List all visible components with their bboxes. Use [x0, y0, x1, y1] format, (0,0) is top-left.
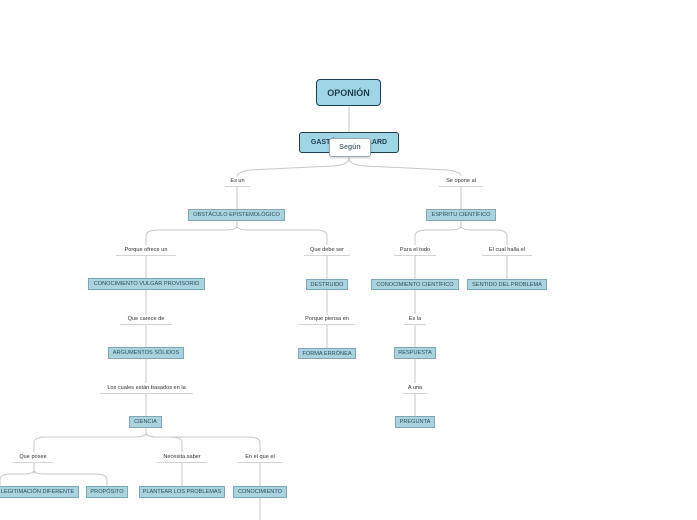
link-label-basados-en-la: Los cuales están basados en la — [100, 383, 193, 394]
link-label-para-el-todo: Para el todo — [394, 245, 436, 256]
node-pregunta[interactable]: PREGUNTA — [395, 416, 435, 428]
node-plantear-problemas[interactable]: PLANTEAR LOS PROBLEMAS — [139, 486, 225, 498]
link-label-que-posee: Que posee — [13, 452, 53, 463]
node-obstaculo-epistemologico[interactable]: OBSTÁCULO EPISTEMOLÓGICO — [188, 209, 285, 221]
node-ciencia[interactable]: CIENCIA — [129, 416, 162, 428]
link-label-se-opone-al: Se opone al — [439, 176, 483, 187]
node-conocimiento[interactable]: CONOCIMIENTO — [233, 486, 287, 498]
node-legitimacion-diferente[interactable]: LEGITIMACIÓN DIFERENTE — [0, 486, 79, 498]
node-sentido-del-problema[interactable]: SENTIDO DEL PROBLEMA — [467, 279, 547, 290]
author-tooltip: Según — [329, 138, 371, 157]
link-label-porque-piensa-en: Porque piensa en — [299, 315, 355, 325]
link-label-a-una: A una — [403, 383, 427, 394]
node-forma-erronea[interactable]: FORMA ERRÓNEA — [298, 348, 356, 359]
link-label-en-el-que-el: En el que el — [238, 452, 282, 463]
link-label-que-debe-ser: Que debe ser — [304, 245, 350, 256]
node-destruido[interactable]: DESTRUIDO — [306, 279, 348, 290]
link-label-es-la: Es la — [404, 314, 426, 325]
node-conocimiento-cientifico[interactable]: CONOCIMIENTO CIENTÍFICO — [371, 279, 459, 290]
node-proposito[interactable]: PROPÓSITO — [86, 486, 128, 498]
link-label-el-cual-halla-el: El cual halla el — [482, 245, 532, 256]
link-label-es-un: Es un — [225, 176, 250, 187]
node-conocimiento-vulgar[interactable]: CONOCIMIENTO VULGAR PROVISORIO — [88, 278, 205, 290]
node-argumentos-solidos[interactable]: ARGUMENTOS SÓLIDOS — [108, 347, 184, 359]
node-espiritu-cientifico[interactable]: ESPÍRITU CIENTÍFICO — [426, 209, 496, 221]
node-respuesta[interactable]: RESPUESTA — [394, 347, 436, 359]
link-label-porque-ofrece-un: Porque ofrece un — [116, 245, 176, 256]
link-label-que-carece-de: Que carece de — [120, 315, 172, 325]
root-node[interactable]: OPONIÓN — [316, 79, 381, 106]
link-label-necesita-saber: Necesita saber — [157, 452, 207, 463]
